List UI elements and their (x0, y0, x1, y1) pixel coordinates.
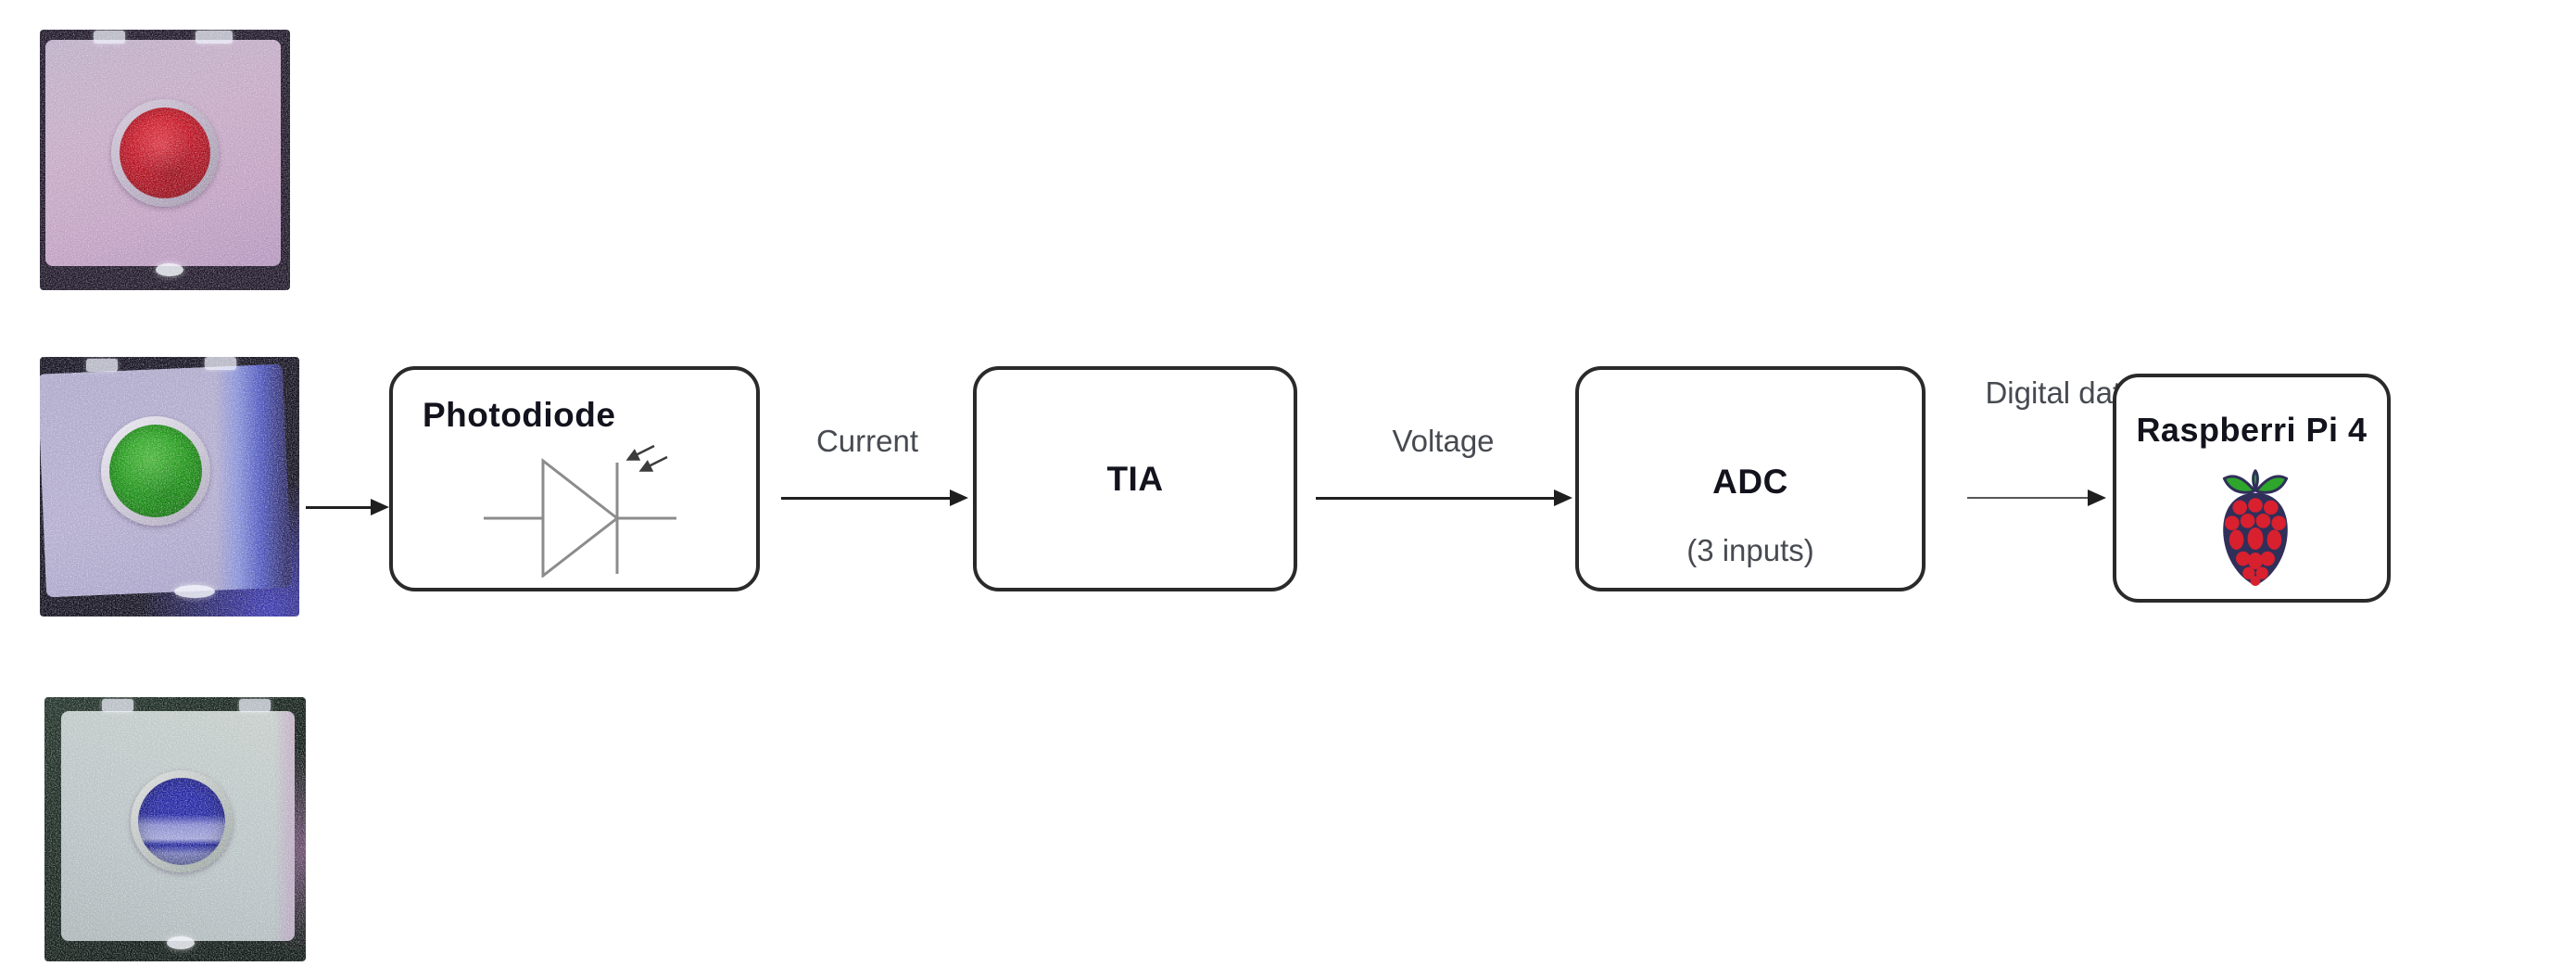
photodiode-node: Photodiode (389, 366, 760, 591)
raspberry-pi-title: Raspberri Pi 4 (2136, 411, 2368, 449)
arrow-head-icon (2088, 490, 2106, 506)
red-filter-lens (120, 108, 210, 198)
arrow-line (1316, 497, 1554, 500)
case-hinge (102, 699, 133, 712)
case-clasp (174, 585, 215, 598)
red-filter-photo (40, 30, 290, 290)
case-hinge (239, 699, 271, 712)
case-clasp (167, 936, 195, 949)
adc-node: ADC (3 inputs) (1575, 366, 1926, 591)
blue-filter-photo (44, 697, 306, 961)
case-clasp (156, 263, 183, 276)
arrow-line (306, 506, 371, 509)
adc-subtitle: (3 inputs) (1686, 533, 1814, 567)
case-hinge (94, 31, 125, 44)
tia-title: TIA (1106, 459, 1164, 498)
case-hinge (196, 31, 233, 44)
green-filter-lens (109, 425, 202, 517)
photodiode-title: Photodiode (423, 396, 616, 434)
raspberry-pi-node: Raspberri Pi 4 (2113, 374, 2391, 603)
voltage-label: Voltage (1392, 424, 1495, 458)
raspberry-pi-logo-icon (2222, 469, 2289, 586)
tia-node: TIA (973, 366, 1297, 591)
filter-bezel (131, 770, 233, 872)
arrow-head-icon (950, 490, 968, 506)
adc-title: ADC (1712, 463, 1788, 501)
arrow-line (1967, 497, 2088, 499)
filter-bezel (101, 416, 210, 526)
blue-filter-lens (138, 778, 225, 865)
filter-bezel (111, 99, 219, 207)
green-filter-photo (40, 357, 299, 617)
case-hinge (205, 357, 236, 370)
arrow-line (781, 497, 950, 500)
arrow-head-icon (1554, 490, 1572, 506)
photodiode-symbol-icon (484, 444, 676, 578)
case-hinge (86, 359, 118, 372)
arrow-head-icon (371, 499, 389, 515)
current-label: Current (815, 424, 919, 458)
